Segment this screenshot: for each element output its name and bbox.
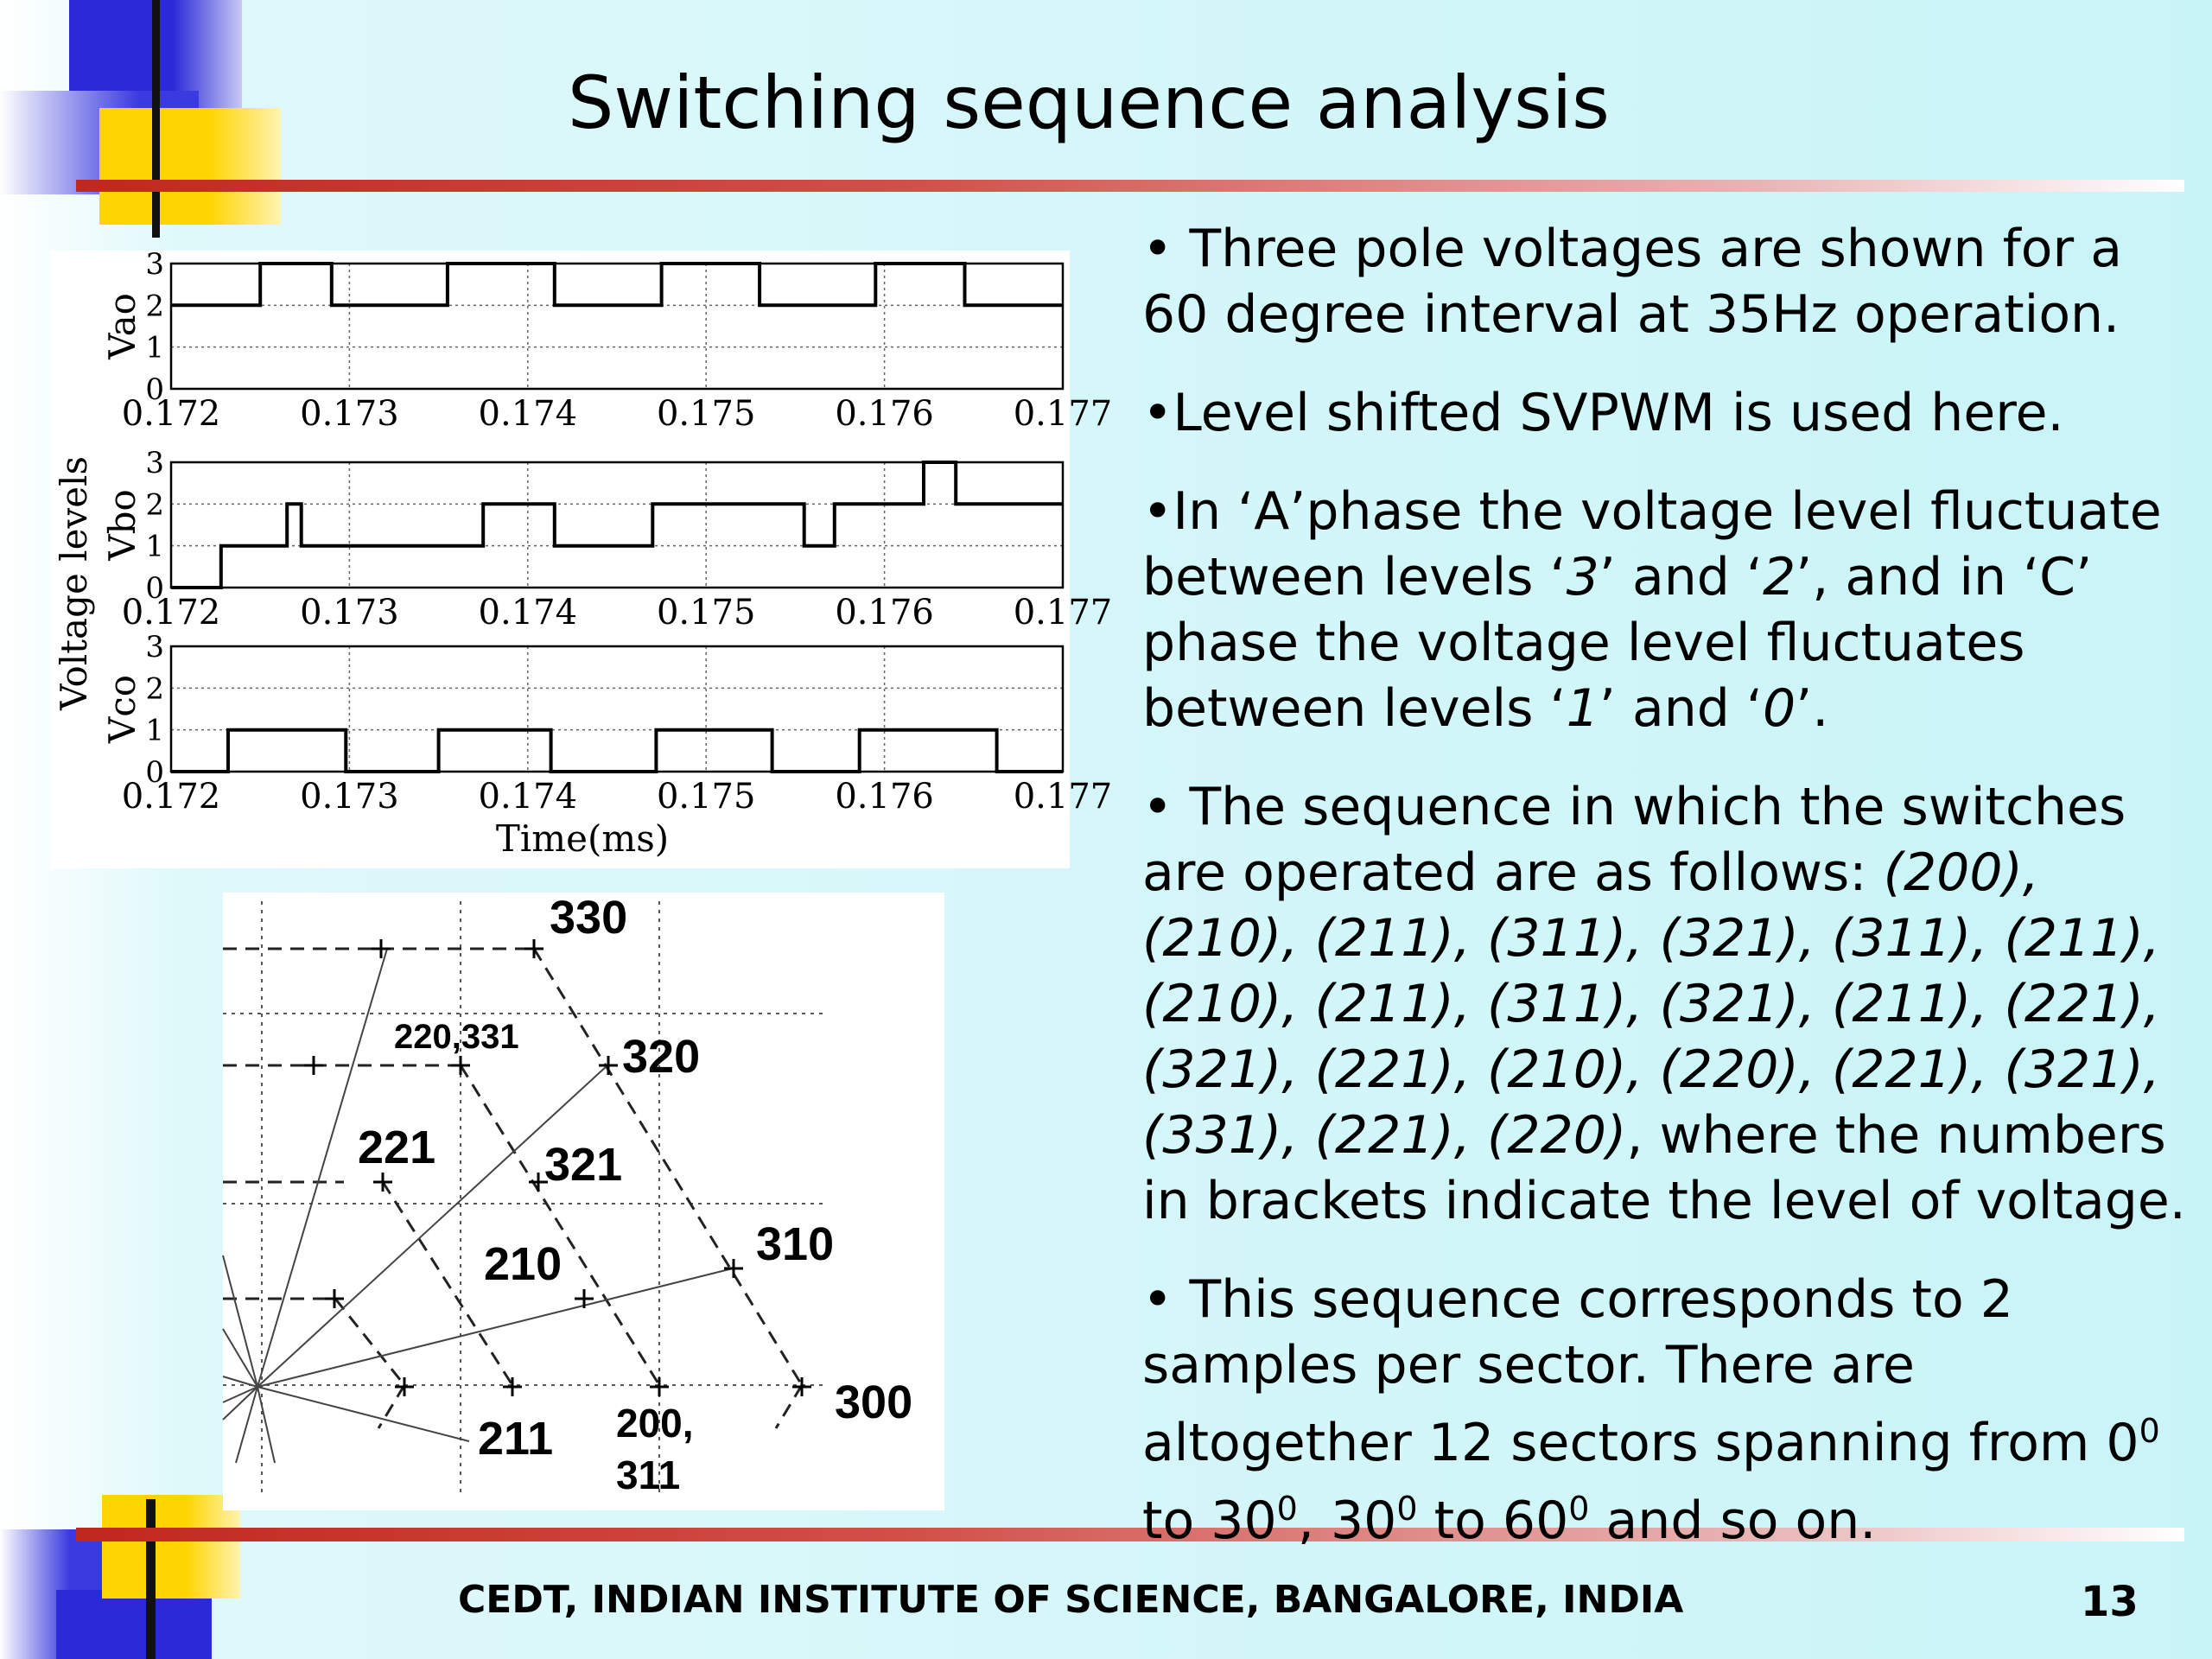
- vector-label-330: 330: [550, 892, 627, 944]
- x-tick-label: 0.175: [657, 593, 756, 632]
- y-tick-label: 1: [145, 331, 164, 365]
- x-tick-label: 0.177: [1014, 777, 1113, 817]
- vector-label-320: 320: [622, 1031, 700, 1083]
- y-tick-label: 3: [145, 247, 164, 282]
- x-tick-label: 0.176: [835, 593, 934, 632]
- series-line-vao: [171, 262, 1063, 308]
- vector-label-200: 200,: [616, 1401, 694, 1446]
- plot-frame: [169, 645, 1065, 773]
- x-tick-label: 0.174: [479, 394, 578, 434]
- x-tick-label: 0.172: [122, 593, 221, 632]
- y-tick-label: 2: [145, 289, 164, 323]
- corner-block-yellow: [99, 108, 281, 225]
- footer-block-blue: [56, 1590, 212, 1659]
- y-tick-label: 0: [145, 755, 164, 790]
- vector-label-210: 210: [484, 1238, 562, 1290]
- series-line-vco: [171, 728, 1063, 773]
- x-tick-label: 0.174: [479, 777, 578, 817]
- bullet-pole-voltages: • Three pole voltages are shown for a 60…: [1142, 219, 2122, 345]
- y-tick-label: 2: [145, 487, 164, 522]
- plot-frame: [169, 262, 1065, 391]
- vector-label-220-331: 220,331: [394, 1018, 519, 1056]
- footer-institution: CEDT, INDIAN INSTITUTE OF SCIENCE, BANGA…: [458, 1578, 1684, 1622]
- bullet-switching-sequence: • The sequence in which the switches are…: [1142, 777, 2186, 1231]
- space-vector-svg: 330 220,331 320 221 321 210 310 211 200,…: [222, 892, 912, 1497]
- x-tick-label: 0.176: [835, 394, 934, 434]
- bullet-level-shifted: •Level shifted SVPWM is used here.: [1142, 383, 2064, 443]
- x-tick-label: 0.173: [300, 394, 399, 434]
- x-tick-label: 0.177: [1014, 593, 1113, 632]
- plot-frame: [169, 461, 1065, 589]
- x-tick-label: 0.176: [835, 777, 934, 817]
- y-tick-label: 0: [145, 372, 164, 407]
- dotted-grid: [223, 901, 828, 1497]
- x-tick-label: 0.172: [122, 394, 221, 434]
- dashed-triangle-lines: [223, 947, 804, 1429]
- y-tick-label: 1: [145, 530, 164, 564]
- vector-label-221: 221: [358, 1122, 435, 1173]
- vector-label-300: 300: [835, 1376, 912, 1428]
- sequence-list: (200), (210), (211), (311), (321), (311)…: [1142, 842, 2160, 1166]
- title-rule: [76, 180, 2184, 192]
- bullet-list: • Three pole voltages are shown for a 60…: [1142, 216, 2196, 1586]
- page-number: 13: [2081, 1578, 2139, 1626]
- y-axis-label: Vco: [101, 675, 143, 744]
- corner-vertical-line: [152, 0, 160, 238]
- bullet-phase-levels: •In ‘A’phase the voltage level fluctuate…: [1142, 481, 2162, 739]
- slide-title: Switching sequence analysis: [568, 60, 1610, 145]
- vector-label-310: 310: [756, 1218, 834, 1270]
- vector-label-311: 311: [616, 1452, 680, 1497]
- y-tick-label: 3: [145, 630, 164, 664]
- x-tick-label: 0.177: [1014, 394, 1113, 434]
- footer-block-yellow: [102, 1495, 240, 1599]
- x-tick-label: 0.173: [300, 777, 399, 817]
- y-axis-label: Vao: [101, 293, 143, 360]
- y-tick-label: 2: [145, 671, 164, 706]
- shared-y-axis-label: Voltage levels: [53, 456, 95, 711]
- footer-rule: [76, 1528, 2184, 1541]
- y-tick-label: 1: [145, 714, 164, 748]
- x-tick-label: 0.173: [300, 593, 399, 632]
- vertex-markers: [304, 939, 811, 1396]
- vector-label-321: 321: [544, 1139, 622, 1191]
- x-tick-label: 0.175: [657, 394, 756, 434]
- y-axis-label: Vbo: [101, 489, 143, 562]
- y-tick-label: 0: [145, 571, 164, 606]
- x-axis-label: Time(ms): [496, 817, 669, 860]
- vector-label-211: 211: [478, 1413, 553, 1465]
- solid-vector-lines: [222, 948, 734, 1464]
- series-line-vbo: [171, 461, 1063, 589]
- footer-vertical-line: [146, 1499, 156, 1659]
- x-tick-label: 0.174: [479, 593, 578, 632]
- bullet-sectors: • This sequence corresponds to 2 samples…: [1142, 1269, 2160, 1551]
- space-vector-diagram: 330 220,331 320 221 321 210 310 211 200,…: [222, 892, 944, 1510]
- y-tick-label: 3: [145, 446, 164, 480]
- x-tick-label: 0.172: [122, 777, 221, 817]
- x-tick-label: 0.175: [657, 777, 756, 817]
